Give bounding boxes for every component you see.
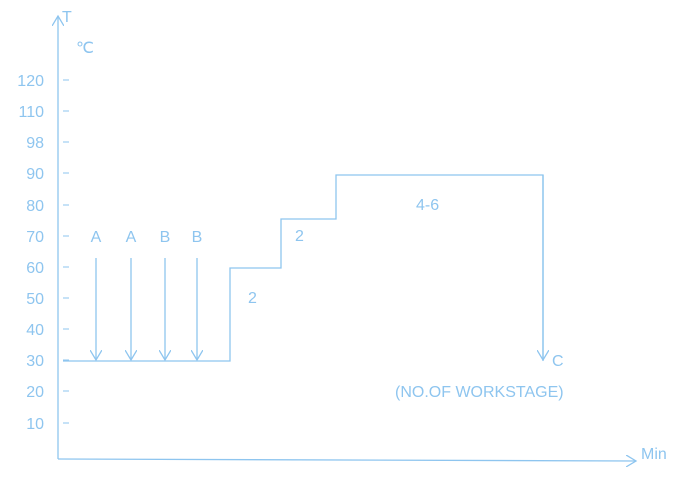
x-axis <box>57 459 636 461</box>
y-axis-unit: ℃ <box>76 40 94 57</box>
marker-label: C <box>552 353 564 370</box>
y-ticks: 120 110 98 90 80 70 60 50 40 30 20 10 <box>17 73 69 433</box>
marker-label: B <box>160 229 171 246</box>
y-tick-label: 90 <box>26 166 44 183</box>
y-tick-label: 80 <box>26 198 44 215</box>
annotation-stage-3: 4-6 <box>416 197 439 214</box>
y-tick-label: 110 <box>18 104 44 121</box>
y-axis-title: T <box>62 9 72 26</box>
y-tick-label: 60 <box>26 260 44 277</box>
temperature-step-line <box>63 174 544 362</box>
marker-arrows: A A B B C <box>91 175 564 370</box>
y-tick-label: 30 <box>26 353 44 370</box>
annotation-workstage-note: (NO.OF WORKSTAGE) <box>395 384 564 401</box>
y-tick-label: 10 <box>26 416 44 433</box>
x-axis-title: Min <box>641 446 667 463</box>
y-tick-label: 98 <box>26 135 44 152</box>
marker-label: A <box>126 229 137 246</box>
annotation-stage-1: 2 <box>248 290 257 307</box>
series-layer <box>63 174 544 362</box>
annotation-stage-2: 2 <box>295 228 304 245</box>
y-tick-label: 50 <box>26 291 44 308</box>
y-tick-label: 40 <box>26 322 44 339</box>
y-tick-label: 20 <box>26 384 44 401</box>
y-tick-label: 120 <box>17 73 44 90</box>
marker-label: A <box>91 229 102 246</box>
marker-label: B <box>192 229 203 246</box>
y-tick-label: 70 <box>26 229 44 246</box>
